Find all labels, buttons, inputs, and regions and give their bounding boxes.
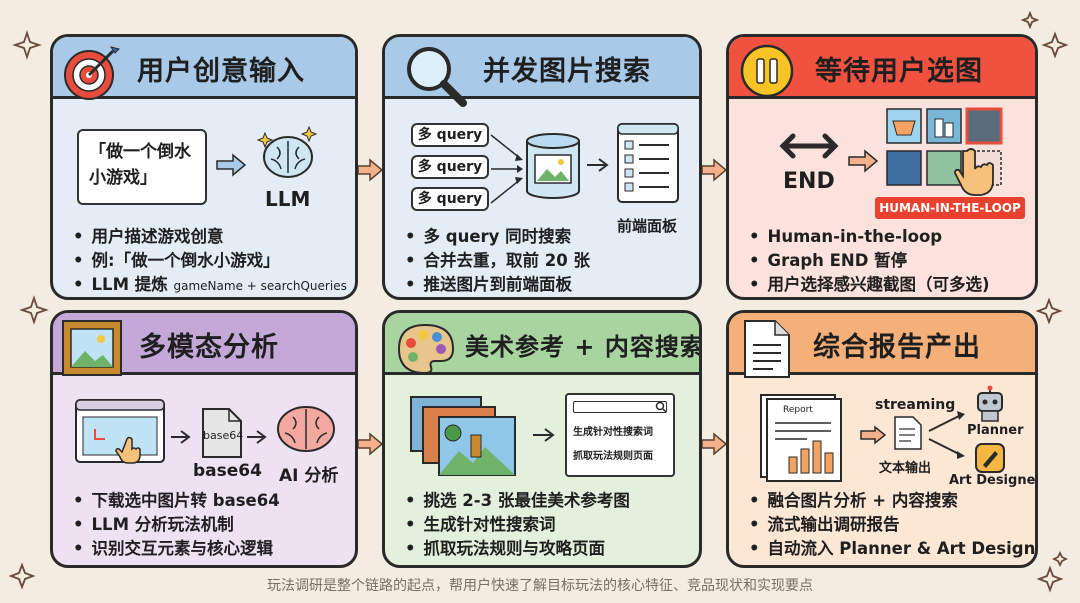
bullet-item: 多 query 同时搜索 [405,225,590,249]
merge-arrows [490,134,523,204]
planner-label: Planner [967,423,1024,438]
palette-icon [397,323,455,375]
footer-caption: 玩法调研是整个链路的起点，帮用户快速了解目标玩法的核心特征、竞品现状和实现要点 [267,578,813,594]
search-results-panel: 生成针对性搜索词 抓取玩法规则页面 [565,393,675,477]
arrow-right-icon [848,149,879,173]
card-title: 用户创意输入 [137,56,305,87]
sparkle-icon [1051,550,1069,568]
bullet-list: 多 query 同时搜索 合并去重，取前 20 张 推送图片到前端面板 [405,225,590,297]
bullet-list: 用户描述游戏创意 例:「做一个倒水小游戏」 LLM 提炼 gameName + … [73,225,347,297]
double-arrow-icon [779,133,839,159]
sparkle-icon [19,295,49,325]
search-line: 生成针对性搜索词 [573,427,653,438]
picture-frame-icon [62,320,122,376]
bullet-item: 下载选中图片转 base64 [73,489,280,513]
bullet-list: Human-in-the-loop Graph END 暂停 用户选择感兴趣截图… [749,225,990,297]
bullet-list: 融合图片分析 + 内容搜索 流式输出调研报告 自动流入 Planner & Ar… [749,489,1035,561]
bullet-item: 融合图片分析 + 内容搜索 [749,489,1035,513]
query-chip: 多 query [411,187,489,211]
ai-analysis-label: AI 分析 [279,466,339,486]
arrow-right-icon [587,158,609,172]
bullet-item: 生成针对性搜索词 [405,513,630,537]
card-user-idea-input: 用户创意输入 「做一个倒水 小游戏」 LLM 用户描述游戏创意 例:「做一个倒水… [50,34,358,300]
robot-icon [977,385,1003,422]
query-chip: 多 query [411,155,489,179]
card-wait-user-select: 等待用户选图 END HUMAN-IN-THE-LOOP Human-in-th… [726,34,1038,300]
brain-icon [277,406,335,452]
branch-arrows [928,411,965,459]
bullet-item: 自动流入 Planner & Art Designer [749,537,1035,561]
card-parallel-image-search: 并发图片搜索 多 query 多 query 多 query 前端面板 多 qu… [382,34,702,300]
arrow-right-icon [247,430,267,444]
bullet-item: Human-in-the-loop [749,225,990,249]
browser-window-icon [75,399,165,464]
bullet-item: 例:「做一个倒水小游戏」 [73,249,347,273]
frontend-panel-label: 前端面板 [617,217,678,235]
arrow-right-icon [701,158,728,182]
hitl-badge: HUMAN-IN-THE-LOOP [875,197,1025,219]
bullet-item: 识别交互元素与核心逻辑 [73,537,280,561]
sparkle-icon [12,30,42,60]
report-label: Report [783,405,813,415]
streaming-label: streaming [875,397,956,413]
text-output-icon [894,416,922,450]
arrow-right-icon [533,428,555,442]
card-multimodal-analysis: 多模态分析 base64 base64 AI 分析 下载选中图片转 base64… [50,310,358,568]
hand-pointer-icon [954,148,994,196]
card-title: 并发图片搜索 [483,56,651,87]
bullet-item: LLM 分析玩法机制 [73,513,280,537]
art-reference-images [410,396,516,476]
bullet-item: 推送图片到前端面板 [405,273,590,297]
bullet-item: 抓取玩法规则与攻略页面 [405,537,630,561]
sparkle-icon [1020,10,1040,30]
user-quote-box: 「做一个倒水 小游戏」 [77,129,207,205]
brain-icon [256,125,318,178]
database-image-icon [526,133,580,199]
file-icon [202,408,242,458]
search-line: 抓取玩法规则页面 [573,451,653,462]
search-bar [573,401,667,413]
pause-icon [740,44,794,98]
arrow-right-icon [357,158,384,182]
bullet-list: 下载选中图片转 base64 LLM 分析玩法机制 识别交互元素与核心逻辑 [73,489,280,561]
bullet-item: 挑选 2-3 张最佳美术参考图 [405,489,630,513]
report-stack-icon [760,394,842,482]
arrow-right-icon [357,432,384,456]
bullet-item: 合并去重，取前 20 张 [405,249,590,273]
card-title: 等待用户选图 [815,56,983,87]
document-icon [744,320,790,378]
bullet-item: 用户描述游戏创意 [73,225,347,249]
base64-label: base64 [193,461,262,481]
bullet-text: LLM 提炼 [91,275,168,294]
card-report-output: 综合报告产出 Report streaming 文本输出 Planner Art… [726,310,1038,568]
bullet-item: 流式输出调研报告 [749,513,1035,537]
card-title: 美术参考 + 内容搜索 [465,333,702,361]
sparkle-icon [1041,31,1069,59]
target-icon [64,46,120,100]
end-label: END [783,169,835,194]
bullet-list: 挑选 2-3 张最佳美术参考图 生成针对性搜索词 抓取玩法规则与攻略页面 [405,489,630,561]
sparkle-icon [1035,297,1063,325]
arrow-right-icon [216,153,247,177]
card-title: 多模态分析 [139,332,279,363]
card-title: 综合报告产出 [813,332,981,363]
art-designer-icon [975,443,1005,473]
magnifier-icon [407,47,467,107]
arrow-right-icon [171,430,191,444]
card-art-reference-search: 美术参考 + 内容搜索 生成针对性搜索词 抓取玩法规则页面 挑选 2-3 张最佳… [382,310,702,568]
text-output-label: 文本输出 [879,461,932,476]
bullet-item: LLM 提炼 gameName + searchQueries [73,273,347,297]
bullet-suffix: gameName + searchQueries [173,279,347,293]
art-designer-label: Art Designer [949,473,1038,488]
base64-tag: base64 [203,429,244,442]
query-chip: 多 query [411,123,489,147]
arrow-right-icon [860,425,887,445]
search-icon [655,401,667,413]
bullet-item: Graph END 暂停 [749,249,990,273]
llm-label: LLM [265,187,311,211]
frontend-panel-icon [617,123,679,203]
arrow-right-icon [701,432,728,456]
bullet-item: 用户选择感兴趣截图（可多选) [749,273,990,297]
screenshot-grid [886,107,1003,186]
